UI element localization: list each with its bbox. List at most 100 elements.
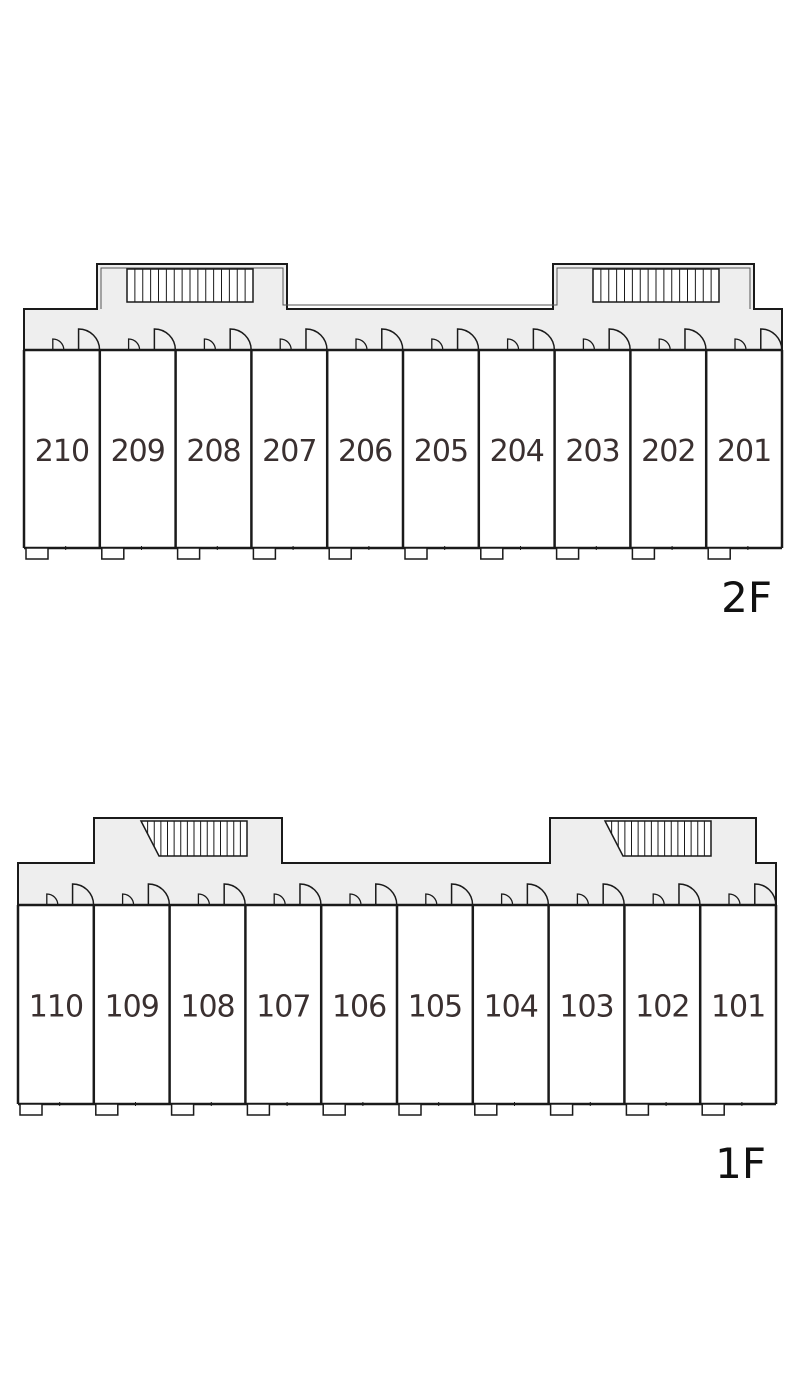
staircase: [126, 268, 254, 303]
entrance-door: [602, 883, 625, 906]
entrance-door: [450, 883, 474, 906]
entrance-door: [223, 883, 246, 906]
room-number: 210: [35, 434, 89, 469]
room-unit: 209: [98, 328, 177, 560]
room-unit: 104: [471, 883, 550, 1116]
room-number: 204: [490, 434, 544, 469]
meter-box-door: [127, 338, 141, 351]
room-number: 101: [711, 990, 765, 1025]
staircase: [603, 820, 712, 857]
entrance-door: [684, 328, 707, 351]
entrance-door: [375, 883, 398, 906]
room-row: 210 209 208 207 206 205 204 203 202 201: [22, 328, 784, 560]
room-number: 108: [180, 990, 234, 1025]
room-unit: 103: [547, 883, 625, 1116]
staircase: [592, 268, 720, 303]
room-number: 202: [641, 434, 695, 469]
entrance-door: [153, 328, 177, 351]
ac-unit: [252, 547, 277, 560]
room-number: 208: [186, 434, 240, 469]
room-number: 203: [565, 434, 619, 469]
room-number: 103: [559, 990, 613, 1025]
meter-box-door: [203, 338, 217, 351]
floor-label: 1F: [715, 1139, 766, 1188]
meter-box-door: [506, 338, 520, 351]
room-unit: 106: [319, 883, 398, 1116]
entrance-door: [456, 328, 480, 351]
meter-box-door: [349, 893, 362, 906]
room-number: 102: [635, 990, 689, 1025]
ac-unit: [101, 547, 125, 560]
room-unit: 202: [629, 328, 707, 560]
room-unit: 101: [698, 883, 777, 1116]
room-unit: 201: [704, 328, 783, 560]
meter-box-door: [728, 893, 741, 906]
ac-unit: [25, 547, 49, 560]
ac-unit: [480, 547, 504, 560]
meter-box-door: [46, 893, 59, 906]
ac-unit: [398, 1103, 422, 1116]
ac-unit: [549, 1103, 574, 1116]
room-number: 209: [111, 434, 165, 469]
meter-box-door: [734, 338, 747, 351]
room-unit: 205: [401, 328, 480, 560]
room-unit: 210: [25, 328, 101, 560]
room-unit: 102: [623, 883, 701, 1116]
corridor-railing: [100, 267, 751, 309]
meter-box-door: [355, 338, 368, 351]
room-unit: 207: [250, 328, 328, 560]
room-unit: 110: [19, 883, 95, 1116]
room-number: 109: [105, 990, 159, 1025]
room-number: 207: [262, 434, 316, 469]
room-unit: 203: [553, 328, 631, 560]
staircase: [139, 820, 248, 857]
ac-unit: [170, 1103, 195, 1116]
entrance-door: [678, 883, 701, 906]
entrance-door: [147, 883, 171, 906]
room-number: 110: [29, 990, 83, 1025]
entrance-door: [71, 883, 95, 906]
room-number: 106: [332, 990, 386, 1025]
room-unit: 107: [244, 883, 322, 1116]
meter-box-door: [273, 893, 286, 906]
ac-unit: [95, 1103, 119, 1116]
room-row: 110 109 108 107 106 105 104 103 102 101: [16, 883, 778, 1116]
meter-box-door: [431, 338, 444, 351]
room-number: 201: [717, 434, 771, 469]
room-unit: 204: [477, 328, 556, 560]
room-number: 206: [338, 434, 392, 469]
entrance-door: [305, 328, 328, 351]
ac-unit: [328, 547, 352, 560]
room-number: 205: [414, 434, 468, 469]
meter-box-door: [425, 893, 438, 906]
ac-unit: [19, 1103, 43, 1116]
entrance-door: [77, 328, 101, 351]
entrance-door: [526, 883, 550, 906]
floor-1f-plan: 110 109 108 107 106 105 104 103 102 101 1F: [16, 817, 778, 1188]
meter-box-door: [500, 893, 514, 906]
meter-box-door: [121, 893, 135, 906]
ac-unit: [322, 1103, 346, 1116]
meter-box-door: [582, 338, 596, 351]
room-unit: 105: [395, 883, 474, 1116]
entrance-door: [299, 883, 322, 906]
room-number: 104: [484, 990, 538, 1025]
meter-box-door: [658, 338, 671, 351]
ac-unit: [631, 547, 656, 560]
ac-unit: [625, 1103, 650, 1116]
entrance-door: [229, 328, 252, 351]
ac-unit: [404, 547, 428, 560]
entrance-door: [754, 883, 777, 906]
meter-box-door: [279, 338, 292, 351]
entrance-door: [760, 328, 783, 351]
entrance-door: [381, 328, 404, 351]
meter-box-door: [52, 338, 65, 351]
ac-unit: [701, 1103, 725, 1116]
room-number: 105: [408, 990, 462, 1025]
room-unit: 208: [174, 328, 252, 560]
entrance-door: [608, 328, 631, 351]
room-unit: 108: [168, 883, 246, 1116]
ac-unit: [555, 547, 580, 560]
ac-unit: [707, 547, 731, 560]
